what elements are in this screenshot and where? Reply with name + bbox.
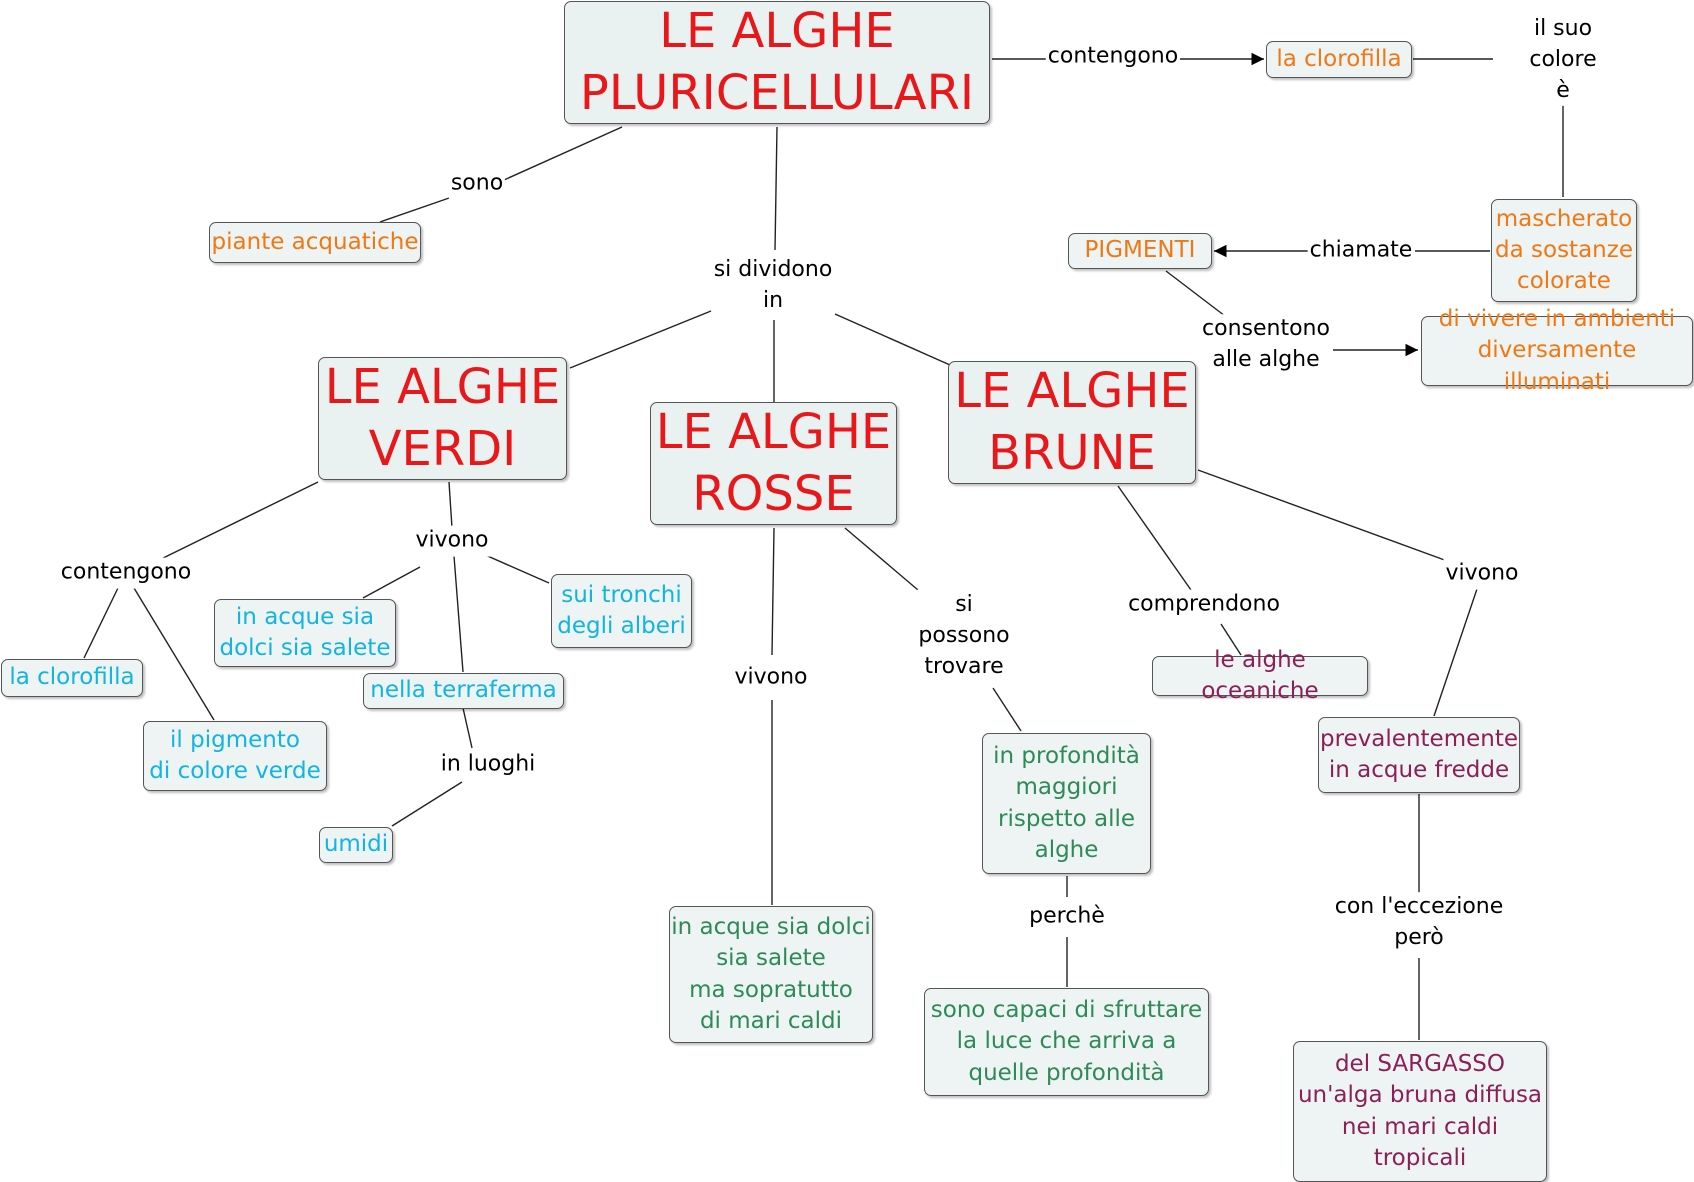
connector-line — [391, 781, 463, 827]
alghe-rosse-node: LE ALGHE ROSSE — [650, 402, 897, 525]
connector-line — [83, 587, 119, 659]
link-vivono-verdi: vivono — [413, 525, 491, 557]
clorofilla-top-node: la clorofilla — [1266, 41, 1412, 78]
in-profondita-node: in profondità maggiori rispetto alle alg… — [982, 733, 1151, 874]
link-si-dividono: si dividono in — [711, 255, 835, 317]
pigmenti-node: PIGMENTI — [1068, 233, 1212, 269]
link-vivono-rosse: vivono — [732, 662, 810, 694]
in-acque-rosse-node: in acque sia dolci sia salete ma sopratu… — [669, 906, 873, 1043]
link-consentono: consentono alle alghe — [1200, 314, 1332, 376]
di-vivere-node: di vivere in ambienti diversamente illum… — [1421, 306, 1693, 395]
link-vivono-brune: vivono — [1443, 558, 1521, 590]
connector-line — [462, 707, 473, 749]
link-con-eccezione: con l'eccezione però — [1332, 892, 1506, 954]
link-contengono-top: contengono — [1045, 41, 1181, 73]
link-contengono-verdi: contengono — [58, 557, 194, 589]
connector-line — [379, 196, 453, 223]
alghe-brune-node: LE ALGHE BRUNE — [948, 361, 1196, 484]
sono-capaci-node: sono capaci di sfruttare la luce che arr… — [924, 988, 1209, 1096]
in-acque-verdi-node: in acque sia dolci sia salete — [214, 599, 396, 667]
link-chiamate: chiamate — [1307, 235, 1415, 267]
link-si-possono: si possono trovare — [916, 589, 1012, 683]
alghe-oceaniche-node: le alghe oceaniche — [1152, 647, 1368, 704]
clorofilla-verdi-node: la clorofilla — [1, 659, 143, 697]
del-sargasso-node: del SARGASSO un'alga bruna diffusa nei m… — [1293, 1041, 1547, 1182]
connector-line — [482, 553, 550, 584]
connector-line — [774, 126, 778, 251]
link-il-suo-colore: il suo colore è — [1497, 13, 1629, 107]
connector-line — [362, 566, 421, 599]
link-comprendono: comprendono — [1126, 589, 1282, 621]
link-in-luoghi: in luoghi — [438, 749, 538, 781]
connector-line — [133, 587, 215, 721]
connector-line — [448, 481, 453, 529]
sui-tronchi-node: sui tronchi degli alberi — [551, 574, 692, 648]
il-pigmento-node: il pigmento di colore verde — [143, 721, 327, 791]
connector-line — [1117, 485, 1192, 591]
connector-line — [834, 313, 951, 366]
connector-line — [154, 481, 319, 563]
connector-line — [1165, 270, 1226, 317]
link-perche: perchè — [1027, 901, 1107, 933]
connector-line — [771, 527, 775, 656]
nella-terraferma-node: nella terraferma — [363, 673, 564, 709]
piante-acquatiche-node: piante acquatiche — [209, 222, 421, 263]
connector-line — [503, 126, 623, 181]
connector-line — [1197, 469, 1451, 563]
link-sono: sono — [448, 168, 506, 200]
umidi-node: umidi — [319, 827, 393, 863]
connector-line — [992, 687, 1022, 732]
connector-line — [453, 555, 464, 673]
connector-line — [1220, 623, 1242, 656]
connector-line — [569, 310, 712, 369]
connector-line — [1433, 585, 1479, 717]
connector-line — [844, 527, 919, 591]
mascherato-node: mascherato da sostanze colorate — [1491, 199, 1637, 302]
alghe-verdi-node: LE ALGHE VERDI — [318, 357, 567, 480]
prevalentemente-node: prevalentemente in acque fredde — [1318, 717, 1520, 793]
main-title-node: LE ALGHE PLURICELLULARI — [564, 1, 990, 124]
